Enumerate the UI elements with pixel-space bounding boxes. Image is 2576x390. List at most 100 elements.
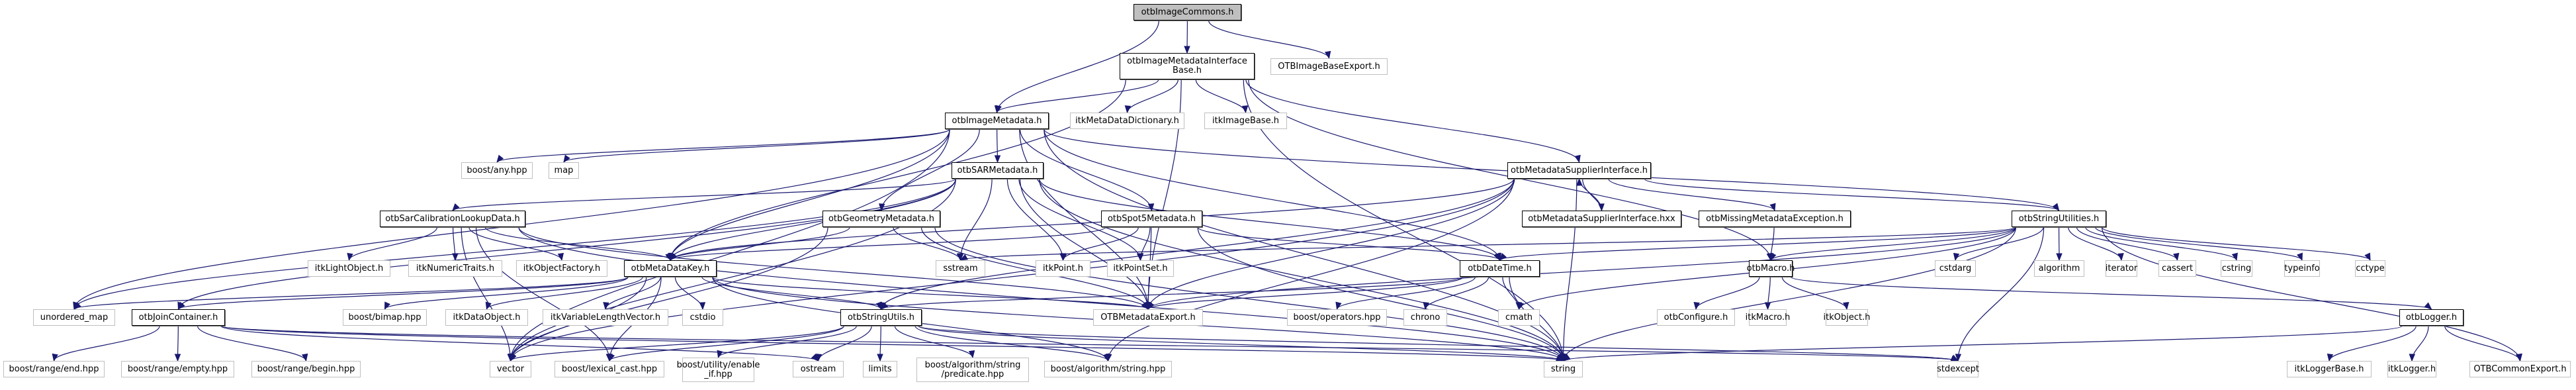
edge-imd-to-datetime xyxy=(1044,128,1501,261)
edge-datetime-to-strutils xyxy=(880,276,1464,310)
node-label: otbImageMetadata.h xyxy=(952,115,1042,126)
node-bimap: boost/bimap.hpp xyxy=(343,309,427,326)
edge-imdib-to-imd xyxy=(996,79,1159,113)
arrowhead xyxy=(177,301,185,311)
node-label: otbGeometryMetadata.h xyxy=(828,213,935,224)
node-sar[interactable]: otbSARMetadata.h xyxy=(952,162,1044,179)
node-label: itkDataObject.h xyxy=(453,312,521,322)
node-strutils[interactable]: otbStringUtils.h xyxy=(840,309,922,326)
node-label: otbImageCommons.h xyxy=(1141,7,1234,17)
edge-strutilities-to-string xyxy=(1562,226,2017,362)
edge-join-to-rangeend xyxy=(53,325,160,362)
node-spot[interactable]: otbSpot5Metadata.h xyxy=(1101,211,1202,227)
edge-sarcal-to-vector xyxy=(461,226,511,362)
arrowhead xyxy=(452,253,459,262)
edge-strutils-to-vector xyxy=(510,325,845,362)
arrowhead xyxy=(1950,354,1959,362)
edge-imd-to-geom xyxy=(881,128,980,211)
node-strutilities[interactable]: otbStringUtilities.h xyxy=(2012,211,2106,227)
node-label: cstring xyxy=(2221,263,2252,273)
edge-imd-to-string xyxy=(1044,128,1564,362)
edge-strutilities-to-cassert xyxy=(2076,226,2178,261)
node-root[interactable]: otbImageCommons.h xyxy=(1133,4,1241,21)
arrowhead xyxy=(384,301,390,311)
edge-join-to-rangebegin xyxy=(197,325,307,362)
edge-strutilities-to-macro xyxy=(1770,226,2017,261)
edge-msi-to-string xyxy=(1562,178,1577,362)
edge-strutilities-to-cstring xyxy=(2085,226,2237,261)
arrowhead xyxy=(2424,302,2432,310)
node-mdkey[interactable]: otbMetaDataKey.h xyxy=(624,260,717,277)
edge-mdkey-to-itkvlv xyxy=(605,276,661,310)
node-cctype: cctype xyxy=(2355,260,2385,277)
node-itkpointset: itkPointSet.h xyxy=(1107,260,1174,277)
node-iterator: iterator xyxy=(2106,260,2137,277)
node-label: iterator xyxy=(2105,263,2138,273)
node-itkdataobj: itkDataObject.h xyxy=(445,309,528,326)
edge-sar-to-sstream xyxy=(959,178,993,261)
arrowhead xyxy=(699,302,706,311)
node-label: cmath xyxy=(1505,312,1533,322)
arrowhead xyxy=(875,301,882,311)
node-label: itkMetaDataDictionary.h xyxy=(1075,115,1179,126)
node-msihxx[interactable]: otbMetadataSupplierInterface.hxx xyxy=(1522,211,1681,227)
node-geom[interactable]: otbGeometryMetadata.h xyxy=(822,211,940,227)
edge-msi-to-missing xyxy=(1608,178,1775,211)
edge-mdkey-to-strutils xyxy=(701,276,882,310)
node-msi[interactable]: otbMetadataSupplierInterface.h xyxy=(1507,162,1651,179)
edge-join-to-string xyxy=(220,325,1564,362)
edge-msi-to-strutils xyxy=(880,178,1515,310)
arrowhead xyxy=(1499,253,1507,262)
node-label: boost/lexical_cast.hpp xyxy=(561,364,658,374)
edge-macro-to-itkobject xyxy=(1781,276,1847,310)
node-label: boost/operators.hpp xyxy=(1293,312,1381,322)
node-itklight: itkLightObject.h xyxy=(308,260,390,277)
node-label: itkNumericTraits.h xyxy=(416,263,495,273)
edge-imdib-to-string xyxy=(1243,79,1564,362)
arrowhead xyxy=(52,353,58,362)
node-sarcal[interactable]: otbSarCalibrationLookupData.h xyxy=(380,211,525,227)
node-label: OTBImageBaseExport.h xyxy=(1278,61,1380,72)
node-enableif: boost/utility/enable _if.hpp xyxy=(677,358,760,382)
arrowhead xyxy=(877,354,883,362)
edge-imd-to-boostany xyxy=(496,128,950,163)
node-boostany: boost/any.hpp xyxy=(461,162,533,179)
edge-sarcal-to-itkobjf xyxy=(468,226,562,261)
node-itkvlv: itkVariableLengthVector.h xyxy=(543,309,668,326)
edge-mdkey-to-itkdataobj xyxy=(486,276,643,310)
node-label: boost/range/begin.hpp xyxy=(257,364,355,374)
node-join[interactable]: otbJoinContainer.h xyxy=(132,309,225,326)
node-missing[interactable]: otbMissingMetadataException.h xyxy=(1699,211,1851,227)
edge-root-to-otbimgexp xyxy=(1208,20,1330,59)
arrowhead xyxy=(2364,252,2371,262)
node-imd[interactable]: otbImageMetadata.h xyxy=(945,113,1049,129)
edge-mdkey-to-bimap xyxy=(384,276,629,310)
edge-strutils-to-enableif xyxy=(717,325,858,358)
edge-msi-to-vector xyxy=(510,178,1515,362)
node-itkimgbase: itkImageBase.h xyxy=(1204,113,1287,129)
node-otbconf: otbConfigure.h xyxy=(1657,309,1735,326)
node-datetime[interactable]: otbDateTime.h xyxy=(1460,260,1540,277)
node-label: otbSARMetadata.h xyxy=(957,165,1038,175)
edge-imdib-to-itkimgbase xyxy=(1195,79,1247,113)
node-rangebegin: boost/range/begin.hpp xyxy=(251,361,361,377)
node-label: otbImageMetadataInterface Base.h xyxy=(1127,56,1247,75)
arrowhead xyxy=(609,353,615,362)
arrowhead xyxy=(1335,301,1342,311)
arrowhead xyxy=(1955,354,1962,362)
edge-logger-to-string xyxy=(1562,325,2403,362)
node-macro[interactable]: otbMacro.h xyxy=(1747,260,1795,277)
arrowhead xyxy=(815,354,822,362)
edge-msi-to-strutilities xyxy=(1644,178,2060,211)
arrowhead xyxy=(2056,253,2063,262)
edge-sar-to-itkpoint xyxy=(1006,178,1064,261)
arrowhead xyxy=(557,252,564,262)
node-logger[interactable]: otbLogger.h xyxy=(2399,309,2464,326)
node-label: stdexcept xyxy=(1937,364,1979,374)
arrowhead xyxy=(1324,50,1331,60)
arrowhead xyxy=(347,252,353,262)
edge-msi-to-algostring xyxy=(1107,178,1515,362)
arrowhead xyxy=(1124,105,1132,114)
node-label: otbStringUtils.h xyxy=(847,312,915,322)
node-imdib[interactable]: otbImageMetadataInterface Base.h xyxy=(1120,53,1255,79)
